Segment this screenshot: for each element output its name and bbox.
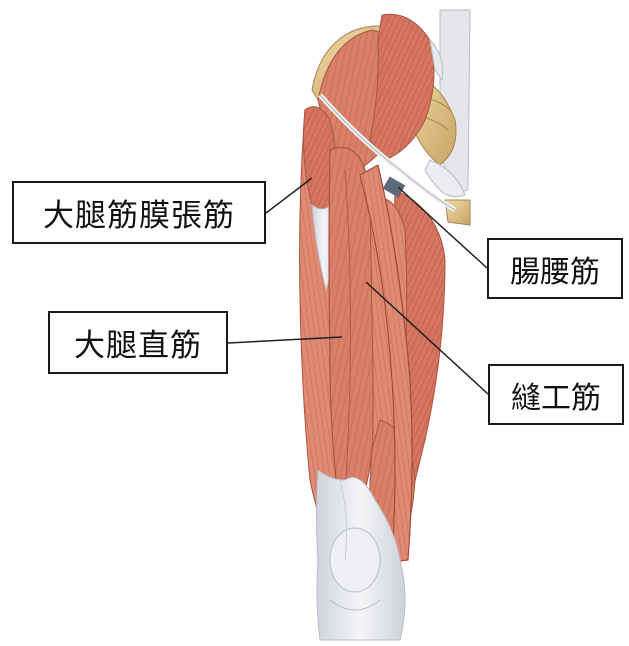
label-sartorius: 縫工筋 [488, 364, 624, 425]
label-tensor-fasciae-latae: 大腿筋膜張筋 [12, 181, 266, 244]
label-rectus-femoris: 大腿直筋 [48, 311, 228, 374]
label-iliopsoas: 腸腰筋 [487, 238, 623, 299]
